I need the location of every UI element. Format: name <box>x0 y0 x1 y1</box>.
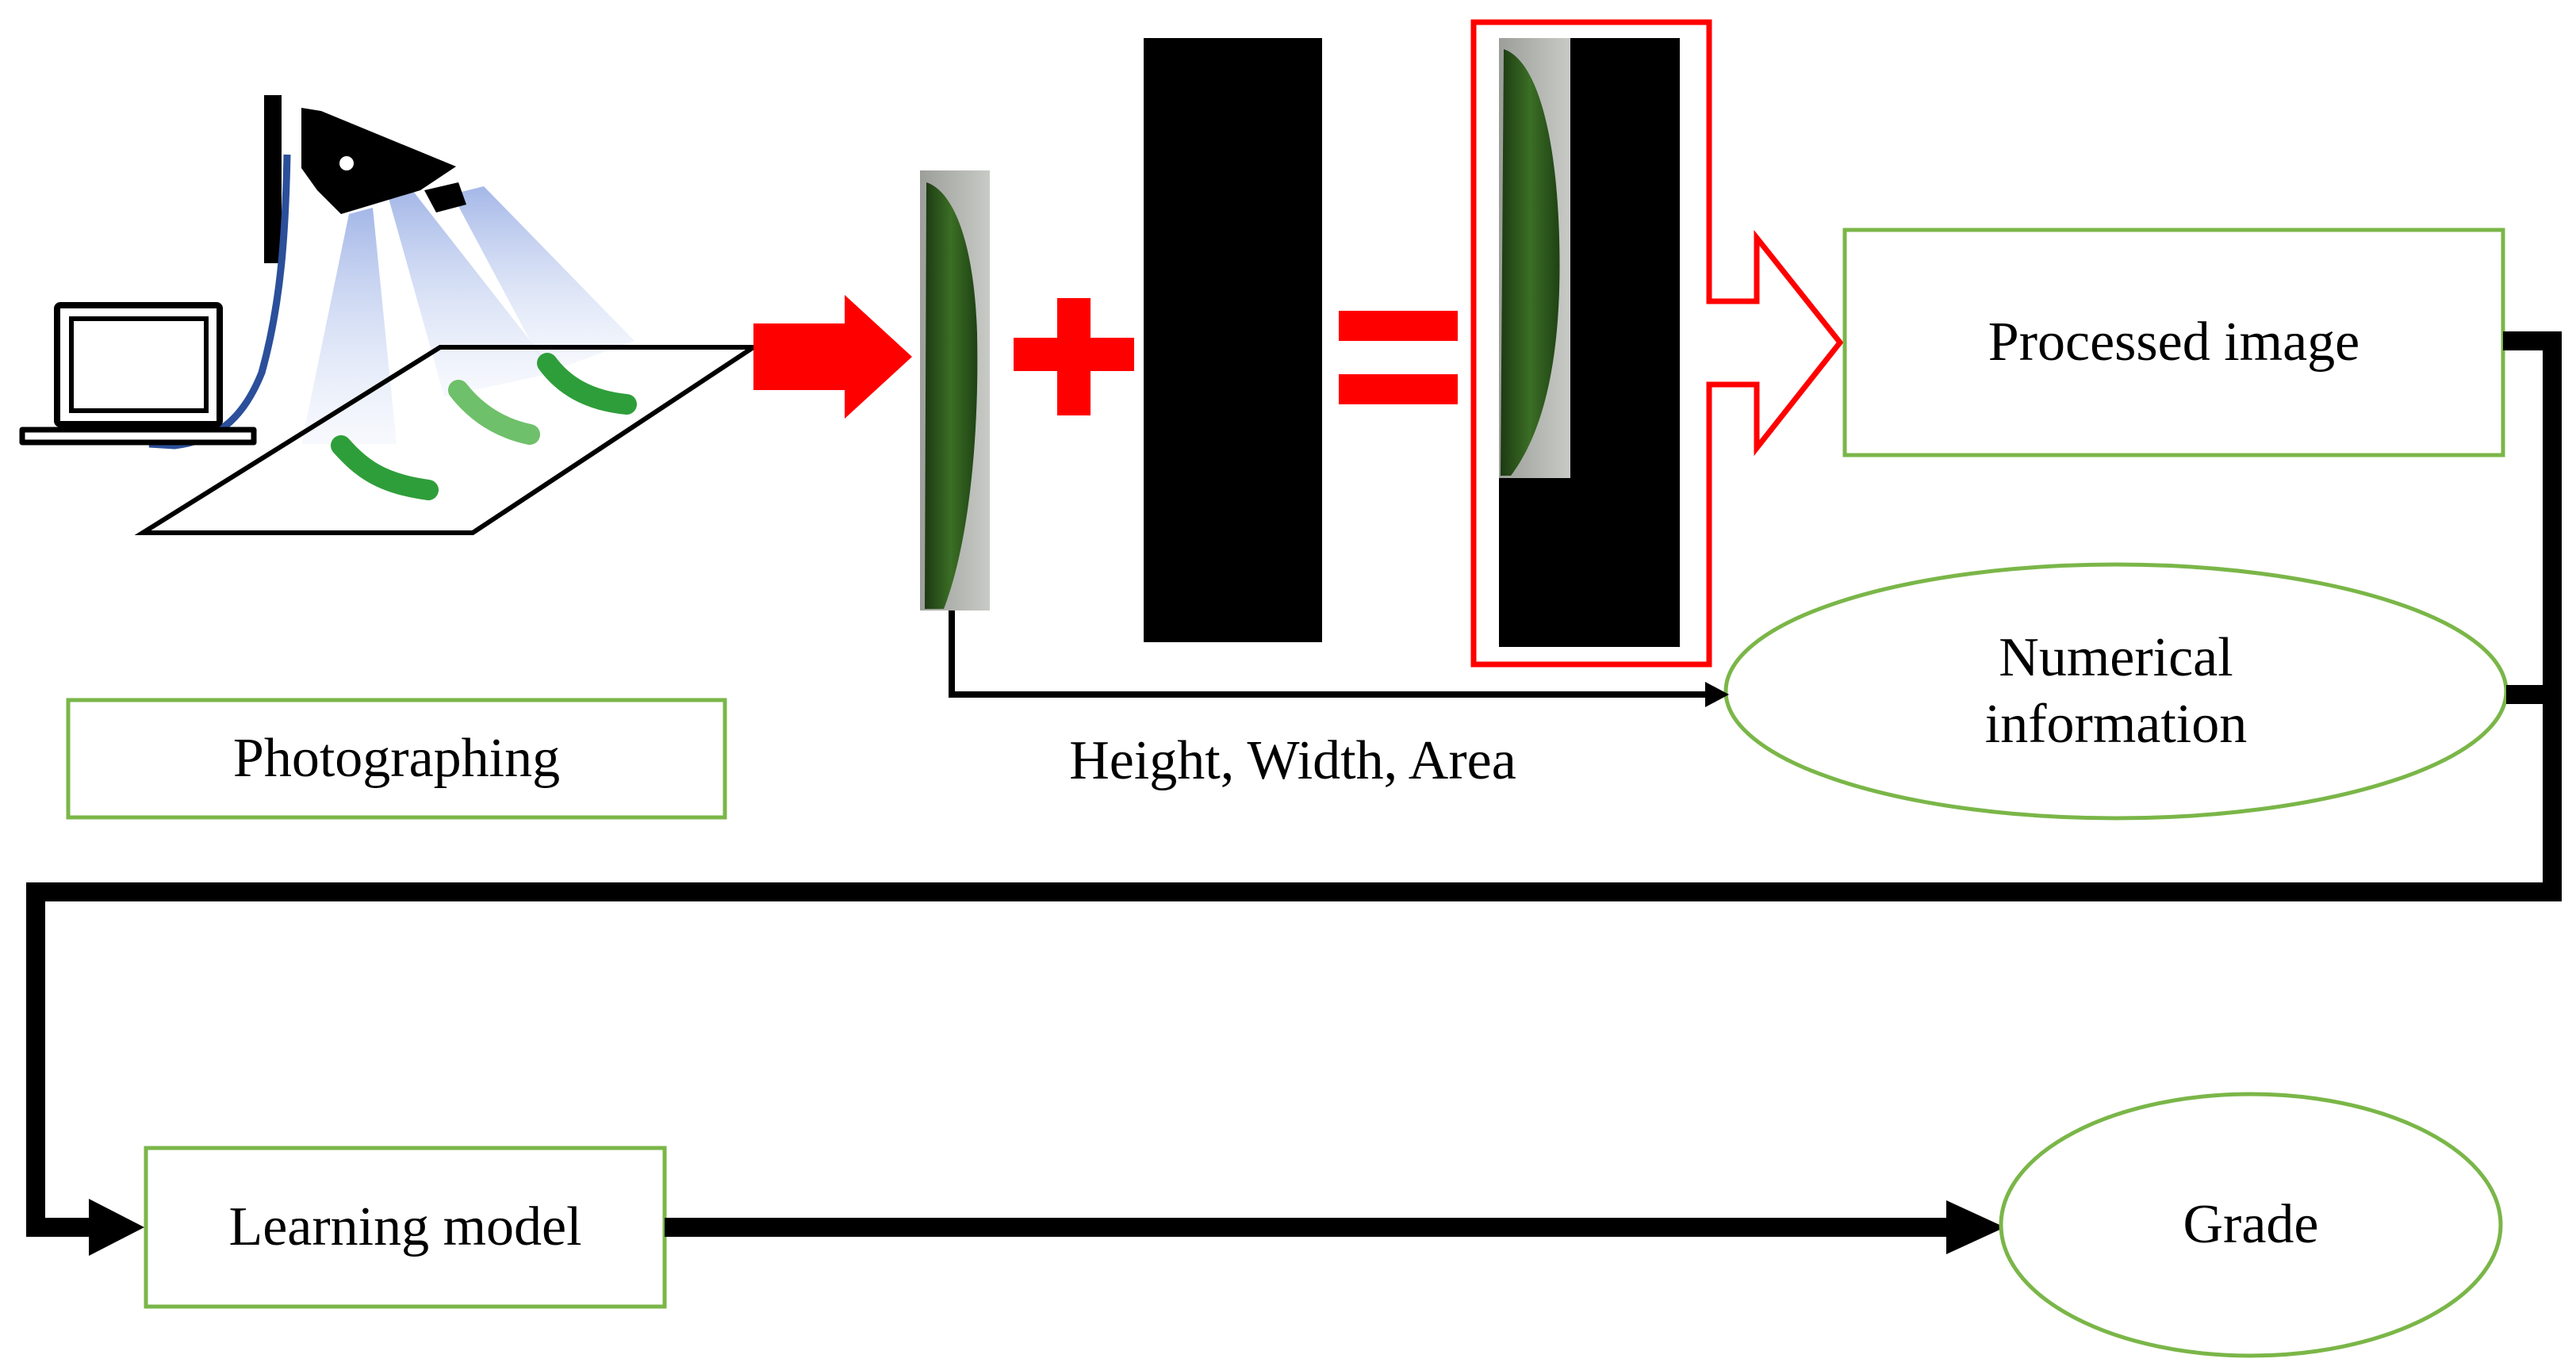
light-beam <box>452 186 634 373</box>
photographing-label: Photographing <box>232 728 561 789</box>
grade-label: Grade <box>2183 1194 2319 1255</box>
main-flow-connector <box>26 331 2562 1256</box>
red-right-arrow <box>753 295 912 419</box>
photo-setup-illustration <box>19 95 761 535</box>
measurements-label: Height, Width, Area <box>1069 730 1516 791</box>
processed-image-box <box>1842 228 2505 457</box>
red-plus-icon <box>1014 298 1134 415</box>
laptop-icon <box>19 302 257 446</box>
photographing-box <box>66 698 727 820</box>
cucumber-strip-image <box>920 170 990 610</box>
red-equals-icon <box>1339 311 1458 404</box>
learning-to-grade-arrow <box>665 1200 2005 1254</box>
red-outline-arrow-frame <box>1470 19 1844 668</box>
light-beam <box>301 208 397 444</box>
numerical-information-line2: information <box>1984 694 2248 755</box>
cucumber-icon <box>331 353 637 500</box>
processed-image-label: Processed image <box>1988 312 2360 373</box>
learning-model-box <box>144 1146 667 1309</box>
numerical-information-line1: Numerical <box>1999 627 2233 688</box>
black-mask-image <box>1144 38 1322 642</box>
measurement-arrow <box>949 610 1729 707</box>
camera-icon <box>264 95 466 263</box>
numerical-information-label: Numerical information <box>1726 564 2506 818</box>
learning-model-label: Learning model <box>228 1196 582 1257</box>
combined-image <box>1499 38 1680 647</box>
grade-ellipse <box>1999 1092 2503 1358</box>
